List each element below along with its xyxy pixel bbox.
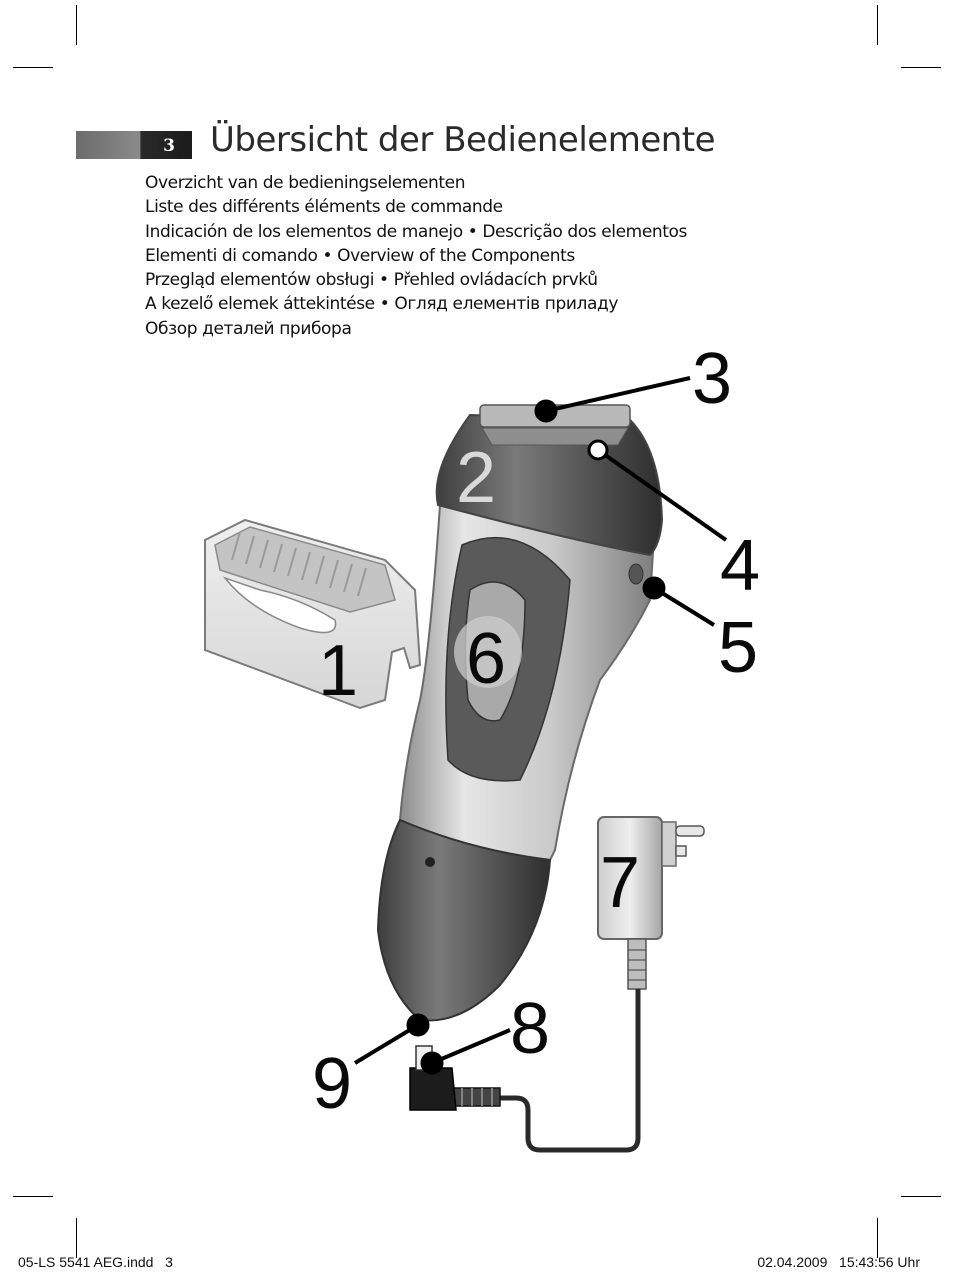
- shaver-body: [376, 404, 664, 1022]
- subtitle-line: Liste des différents éléments de command…: [145, 197, 503, 218]
- page-title: Übersicht der Bedienelemente: [210, 120, 716, 160]
- section-header-bar: [76, 131, 192, 159]
- crop-mark: [13, 67, 53, 68]
- footer-file-info: 05-LS 5541 AEG.indd 3: [18, 1254, 173, 1270]
- callout-2: 2: [456, 438, 496, 518]
- crop-mark: [76, 5, 77, 45]
- subtitle-line: Elementi di comando • Overview of the Co…: [145, 245, 575, 266]
- callout-3: 3: [692, 340, 732, 419]
- footer-timestamp: 02.04.2009 15:43:56 Uhr: [757, 1254, 920, 1270]
- callout-6: 6: [466, 619, 506, 699]
- subtitle-list: Overzicht van de bedieningselementen Lis…: [145, 171, 687, 341]
- subtitle-line: Przegląd elementów obsługi • Přehled ovl…: [145, 270, 598, 291]
- protective-cap: [204, 518, 422, 710]
- subtitle-line: Обзор деталей прибора: [145, 318, 352, 339]
- callout-5: 5: [718, 608, 758, 688]
- crop-mark: [76, 1218, 77, 1258]
- callout-4: 4: [720, 526, 760, 606]
- callout-8: 8: [510, 989, 550, 1069]
- shaver-illustration: 1 2 3 4 5 6 7 8 9: [204, 340, 760, 1153]
- callout-1: 1: [318, 631, 358, 711]
- callout-7: 7: [600, 843, 640, 923]
- crop-mark: [901, 1196, 941, 1197]
- crop-mark: [877, 1218, 878, 1258]
- subtitle-line: Overzicht van de bedieningselementen: [145, 173, 466, 193]
- page-number: 3: [163, 136, 175, 156]
- subtitle-line: Indicación de los elementos de manejo • …: [145, 221, 687, 242]
- subtitle-line: A kezelő elemek áttekintése • Огляд елем…: [145, 294, 619, 315]
- crop-mark: [901, 67, 941, 68]
- power-adapter: [597, 816, 705, 990]
- crop-mark: [13, 1196, 53, 1197]
- crop-mark: [877, 5, 878, 45]
- callout-9: 9: [312, 1044, 352, 1124]
